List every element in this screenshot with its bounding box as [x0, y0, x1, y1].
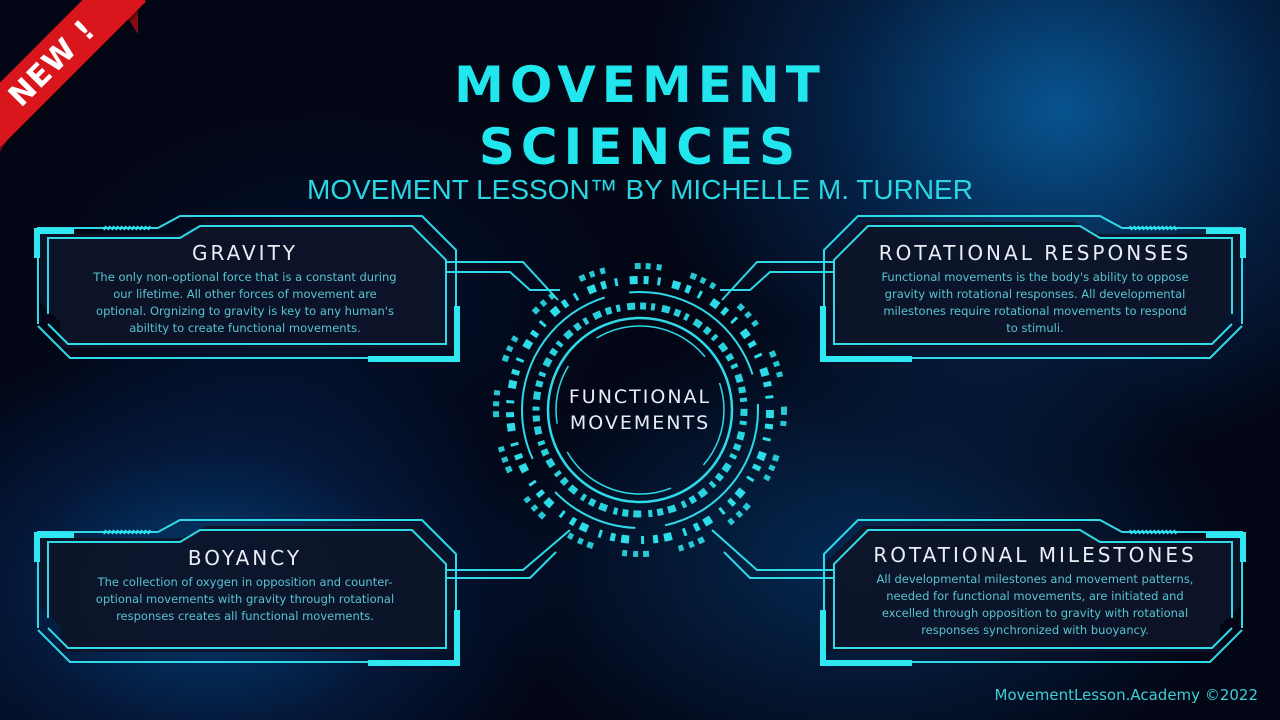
panel-title: BOYANCY [187, 546, 303, 570]
panel-body: All developmental milestones and movemen… [876, 572, 1194, 637]
panel-gravity: GRAVITY The only non-optional force that… [60, 241, 430, 337]
page-title-line2: SCIENCES [478, 118, 802, 176]
panel-title: ROTATIONAL MILESTONES [873, 543, 1197, 567]
panel-body: Functional movements is the body's abili… [881, 270, 1189, 335]
connector-lines [446, 261, 834, 579]
new-badge: NEW ! [0, 0, 160, 160]
page-subtitle: MOVEMENT LESSON™ BY MICHELLE M. TURNER [307, 174, 973, 205]
panel-rotational-responses: ROTATIONAL RESPONSES Functional movement… [850, 241, 1220, 337]
panel-body: The only non-optional force that is a co… [93, 270, 397, 335]
panel-title: ROTATIONAL RESPONSES [878, 241, 1192, 265]
footer-credit: MovementLesson.Academy ©2022 [994, 686, 1258, 704]
center-ring [493, 263, 787, 557]
center-label-line1: FUNCTIONAL [568, 386, 712, 408]
panel-body: The collection of oxygen in opposition a… [95, 575, 395, 623]
panel-title: GRAVITY [192, 241, 298, 265]
panel-boyancy: BOYANCY The collection of oxygen in oppo… [60, 546, 430, 625]
page-title-line1: MOVEMENT [454, 56, 826, 114]
center-label: FUNCTIONAL MOVEMENTS [540, 384, 740, 436]
center-label-line2: MOVEMENTS [569, 412, 711, 434]
panel-rotational-milestones: ROTATIONAL MILESTONES All developmental … [850, 543, 1220, 639]
